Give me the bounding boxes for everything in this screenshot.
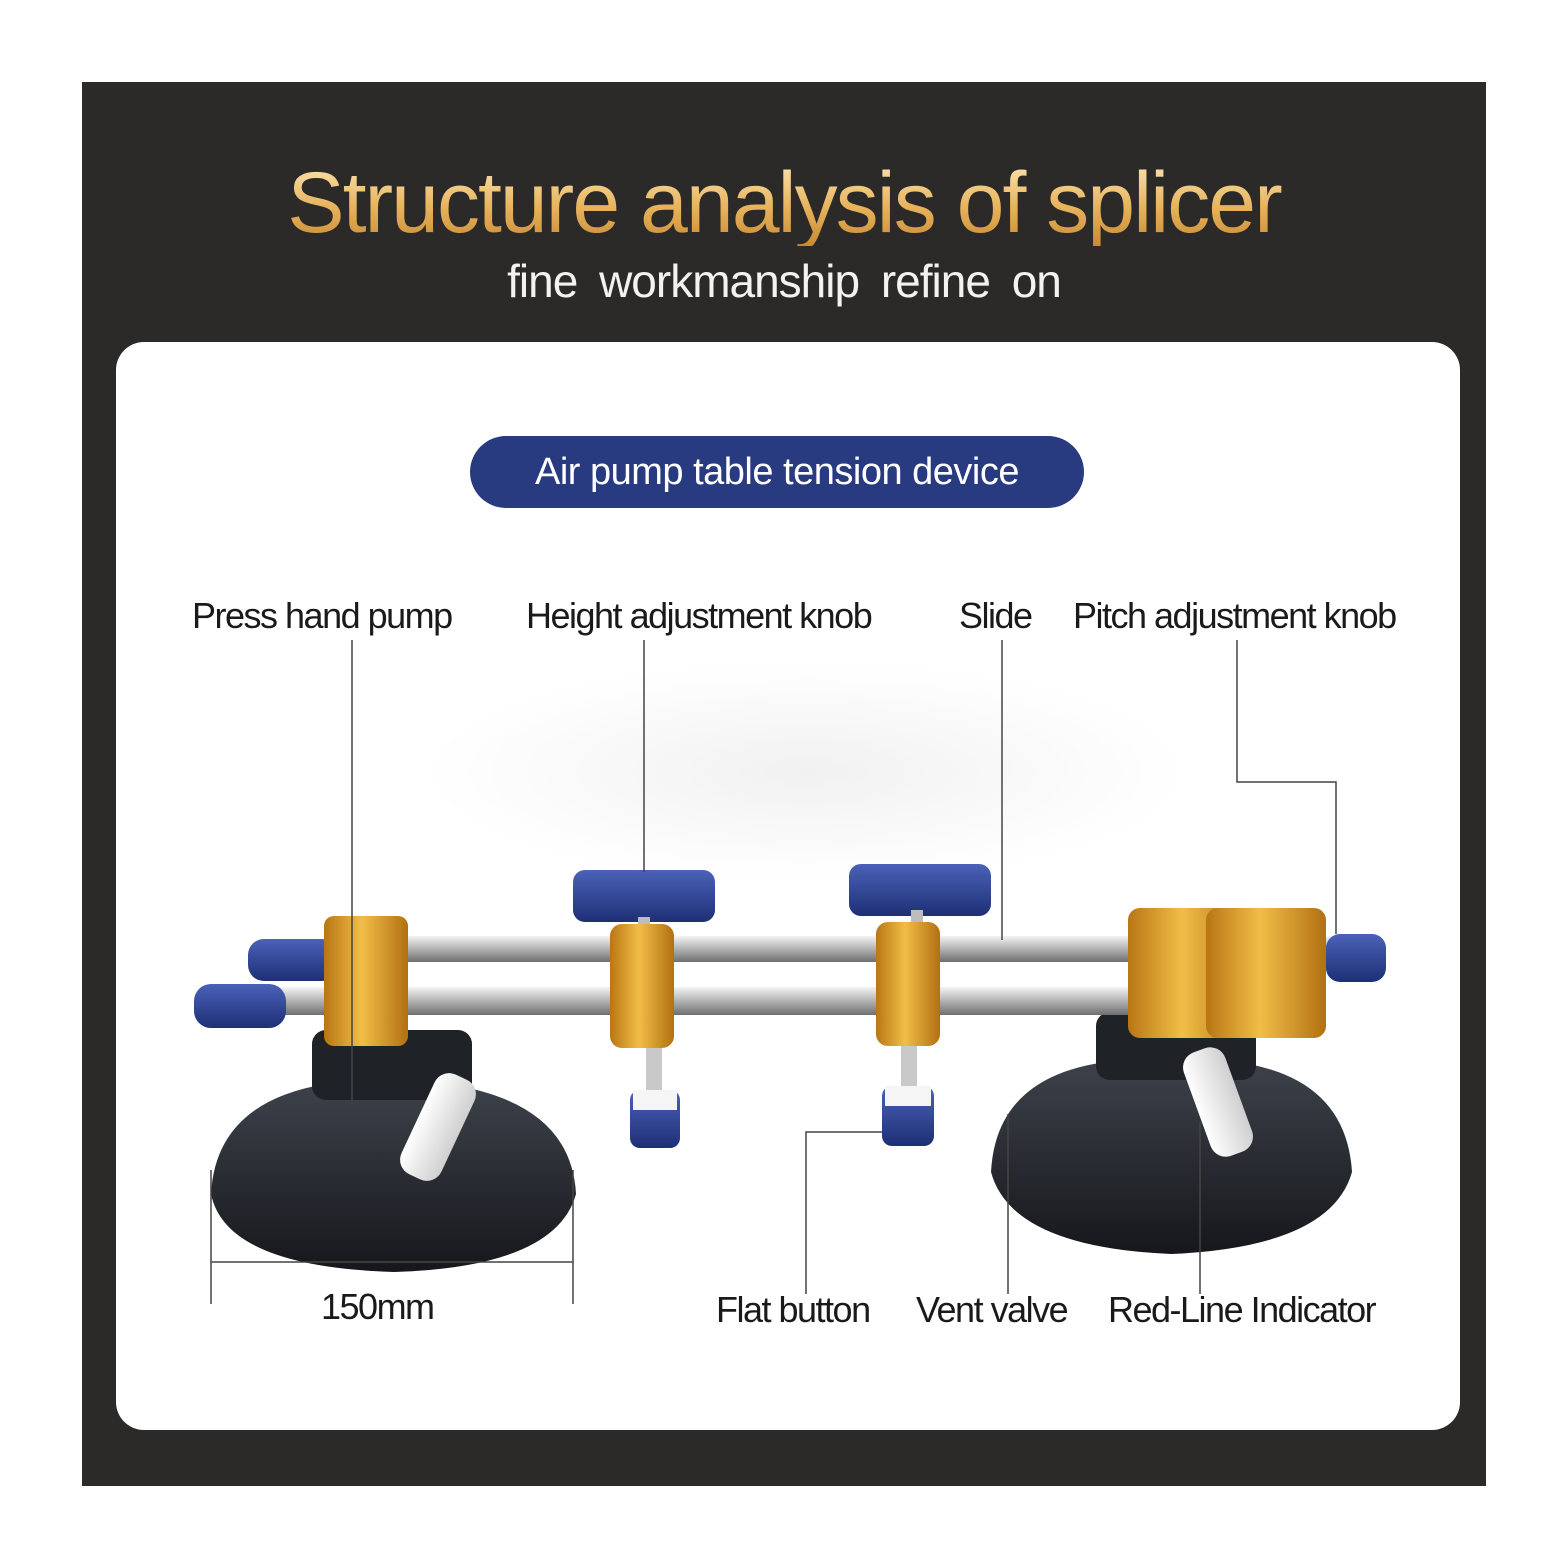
label-slide: Slide (959, 595, 1033, 636)
left-stem (646, 1032, 662, 1102)
lower-end-cap-icon (194, 984, 286, 1028)
left-vent-valve-icon (400, 1073, 476, 1181)
left-end-clamp (324, 916, 408, 1046)
poster-title: Structure analysis of splicer (82, 160, 1486, 246)
right-suction-cup (991, 1012, 1352, 1254)
label-vent-valve: Vent valve (916, 1289, 1069, 1330)
poster-frame: Structure analysis of splicer fine workm… (82, 82, 1486, 1486)
splicer-illustration (194, 640, 1386, 1304)
label-press-hand-pump: Press hand pump (192, 595, 453, 636)
right-height-knob-icon (849, 864, 991, 916)
right-stem (901, 1032, 917, 1102)
left-height-knob-icon (573, 870, 715, 922)
lower-slide-rod (266, 987, 1316, 1015)
pitch-knob-icon (1326, 934, 1386, 982)
label-dimension: 150mm (321, 1286, 435, 1327)
diagram-card: Air pump table tension device Press hand… (116, 342, 1460, 1430)
upper-end-cap-icon (248, 939, 338, 981)
left-slide-clamp (610, 924, 674, 1048)
label-height-adjustment-knob: Height adjustment knob (526, 595, 873, 636)
label-flat-button: Flat button (716, 1289, 871, 1330)
label-pitch-adjustment-knob: Pitch adjustment knob (1073, 595, 1397, 636)
background-haze (426, 662, 1186, 882)
upper-slide-rod (324, 936, 1376, 962)
right-end-clamp-b (1206, 908, 1326, 1038)
right-slide-clamp (876, 922, 940, 1046)
left-suction-cup (211, 1030, 576, 1272)
device-name-badge: Air pump table tension device (470, 436, 1084, 508)
callout-lines (210, 640, 1337, 1304)
right-vent-valve-icon (1183, 1047, 1253, 1157)
flat-button-line (805, 1131, 882, 1294)
pitch-knob-line (1236, 640, 1337, 934)
label-red-line-indicator: Red-Line Indicator (1108, 1289, 1377, 1330)
poster-subtitle: fine workmanship refine on (507, 255, 1062, 307)
